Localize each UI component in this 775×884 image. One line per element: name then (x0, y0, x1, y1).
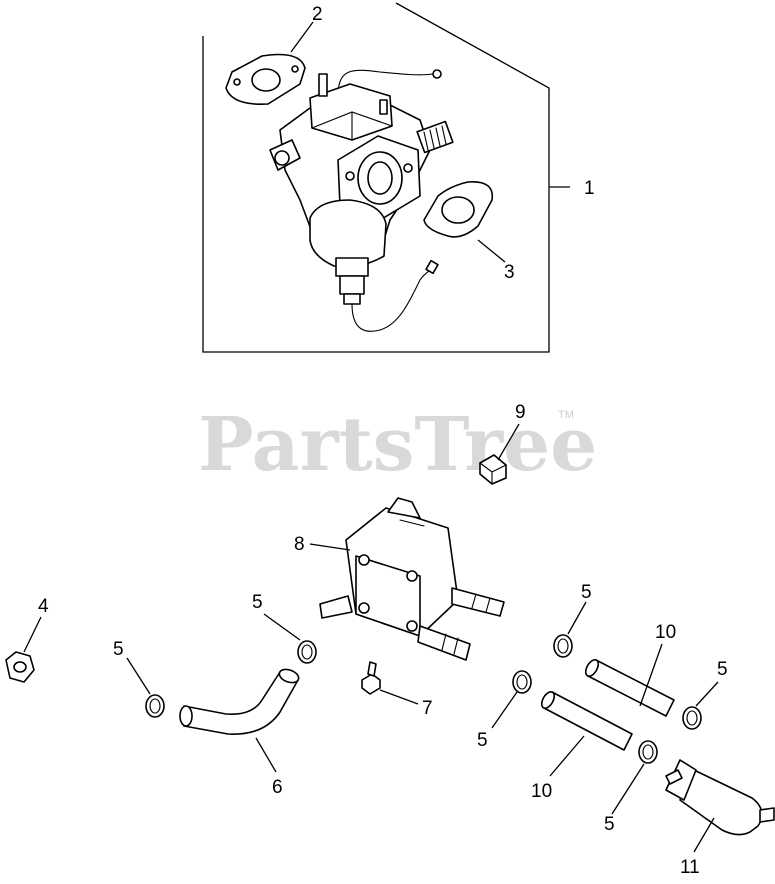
fuel-pump-icon[interactable] (319, 497, 505, 661)
callout-5a: 5 (113, 639, 124, 660)
nut-icon[interactable] (5, 651, 35, 683)
callout-5e: 5 (717, 659, 728, 680)
hose-clamp-icon[interactable] (145, 694, 165, 718)
fuel-line-icon[interactable] (539, 690, 633, 751)
fuel-line-elbow-icon[interactable] (179, 667, 300, 735)
fuel-line-icon[interactable] (583, 658, 675, 717)
watermark-trademark: TM (558, 409, 574, 421)
screw-icon[interactable] (361, 661, 381, 695)
callout-6: 6 (272, 777, 283, 798)
callout-3: 3 (504, 262, 515, 283)
fuel-filter-icon[interactable] (665, 759, 775, 836)
hose-clamp-icon[interactable] (682, 706, 702, 730)
gasket-icon[interactable] (225, 53, 306, 105)
hose-clamp-icon[interactable] (512, 670, 532, 694)
callout-4: 4 (38, 596, 49, 617)
callout-labels: 1 2 3 4 5 5 5 5 5 5 6 7 8 9 10 10 11 (38, 4, 728, 878)
watermark: PartsTree TM (198, 402, 597, 488)
hose-clamp-icon[interactable] (553, 634, 573, 658)
fitting-icon[interactable] (479, 454, 507, 485)
callout-5d: 5 (477, 730, 488, 751)
callout-8: 8 (294, 534, 305, 555)
callout-11: 11 (680, 857, 700, 878)
callout-2: 2 (312, 4, 323, 25)
hose-clamp-icon[interactable] (638, 740, 658, 764)
callout-10a: 10 (655, 622, 676, 643)
callout-1: 1 (584, 178, 595, 199)
callout-5c: 5 (581, 582, 592, 603)
callout-9: 9 (515, 402, 526, 423)
callout-10b: 10 (531, 781, 552, 802)
callout-5b: 5 (252, 592, 263, 613)
callout-7: 7 (422, 698, 433, 719)
leader-lines (23, 21, 719, 853)
watermark-text: PartsTree (198, 402, 597, 488)
carburetor-icon[interactable] (269, 69, 454, 332)
hose-clamp-icon[interactable] (297, 640, 317, 664)
callout-5f: 5 (604, 814, 615, 835)
assembly-bracket (202, 2, 570, 353)
gasket-icon[interactable] (423, 181, 494, 238)
